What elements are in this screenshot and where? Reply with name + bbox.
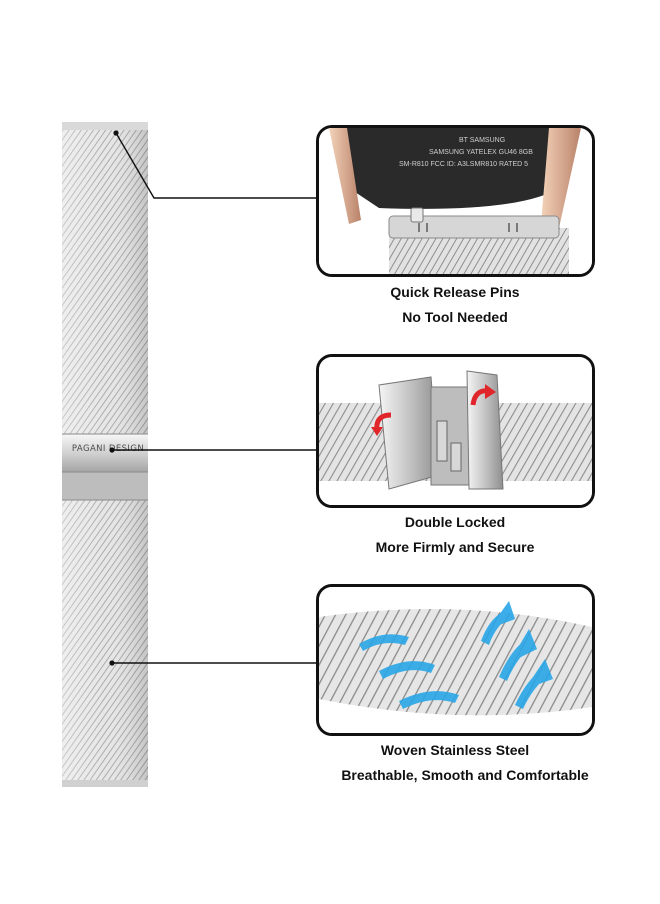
feature-subtitle: Breathable, Smooth and Comfortable bbox=[341, 767, 589, 783]
clasp-brand-text: PAGANI DESIGN bbox=[71, 444, 145, 454]
double-lock-clasp-detail-image bbox=[316, 354, 595, 508]
woven-mesh-detail-image bbox=[316, 584, 595, 736]
feature-subtitle: More Firmly and Secure bbox=[375, 539, 535, 555]
quick-release-detail-image: BT SAMSUNG SAMSUNG YATELEX GU46 8GB SM-R… bbox=[316, 125, 595, 277]
svg-text:SAMSUNG YATELEX GU46 8GB: SAMSUNG YATELEX GU46 8GB bbox=[429, 149, 533, 156]
svg-text:SM-R810 FCC ID: A3LSMR810 RATE: SM-R810 FCC ID: A3LSMR810 RATED 5 bbox=[399, 161, 528, 168]
mesh-strap bbox=[62, 122, 148, 787]
curved-red-arrow-icon bbox=[369, 411, 397, 437]
feature-title: Quick Release Pins bbox=[390, 284, 520, 300]
svg-text:BT SAMSUNG: BT SAMSUNG bbox=[459, 137, 505, 144]
feature-title: Double Locked bbox=[404, 514, 506, 530]
blue-airflow-arrow-icon bbox=[339, 589, 569, 729]
feature-subtitle: No Tool Needed bbox=[402, 309, 508, 325]
feature-title: Woven Stainless Steel bbox=[380, 742, 530, 758]
curved-red-arrow-icon bbox=[469, 383, 497, 409]
